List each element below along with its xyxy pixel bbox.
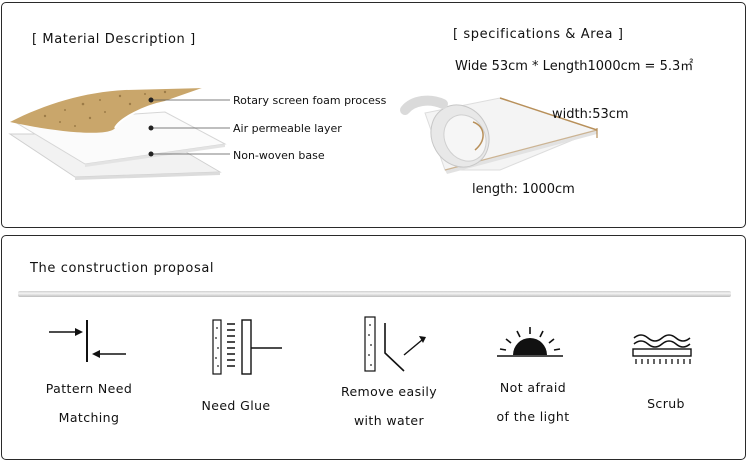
section-divider (18, 291, 731, 297)
remove-icon (364, 316, 426, 372)
material-layers-illustration (8, 87, 230, 180)
specifications-title: [ specifications & Area ] (453, 27, 624, 42)
scrub-icon (632, 334, 692, 364)
length-label: length: 1000cm (472, 182, 575, 197)
material-description-title: [ Material Description ] (32, 32, 196, 47)
need-glue-label: Need Glue (201, 398, 271, 413)
sun-icon (497, 327, 563, 357)
glue-icon (212, 319, 282, 375)
width-label: width:53cm (552, 107, 629, 122)
area-formula: Wide 53cm * Length1000cm = 5.3㎡ (455, 59, 694, 74)
scrub-label: Scrub (647, 396, 685, 411)
layer-label-permeable: Air permeable layer (233, 122, 342, 135)
pattern-match-icon (49, 320, 126, 362)
layer-label-nonwoven: Non-woven base (233, 149, 325, 162)
construction-title: The construction proposal (30, 261, 215, 276)
layer-label-foam: Rotary screen foam process (233, 94, 387, 107)
wallpaper-roll-illustration (400, 95, 599, 174)
